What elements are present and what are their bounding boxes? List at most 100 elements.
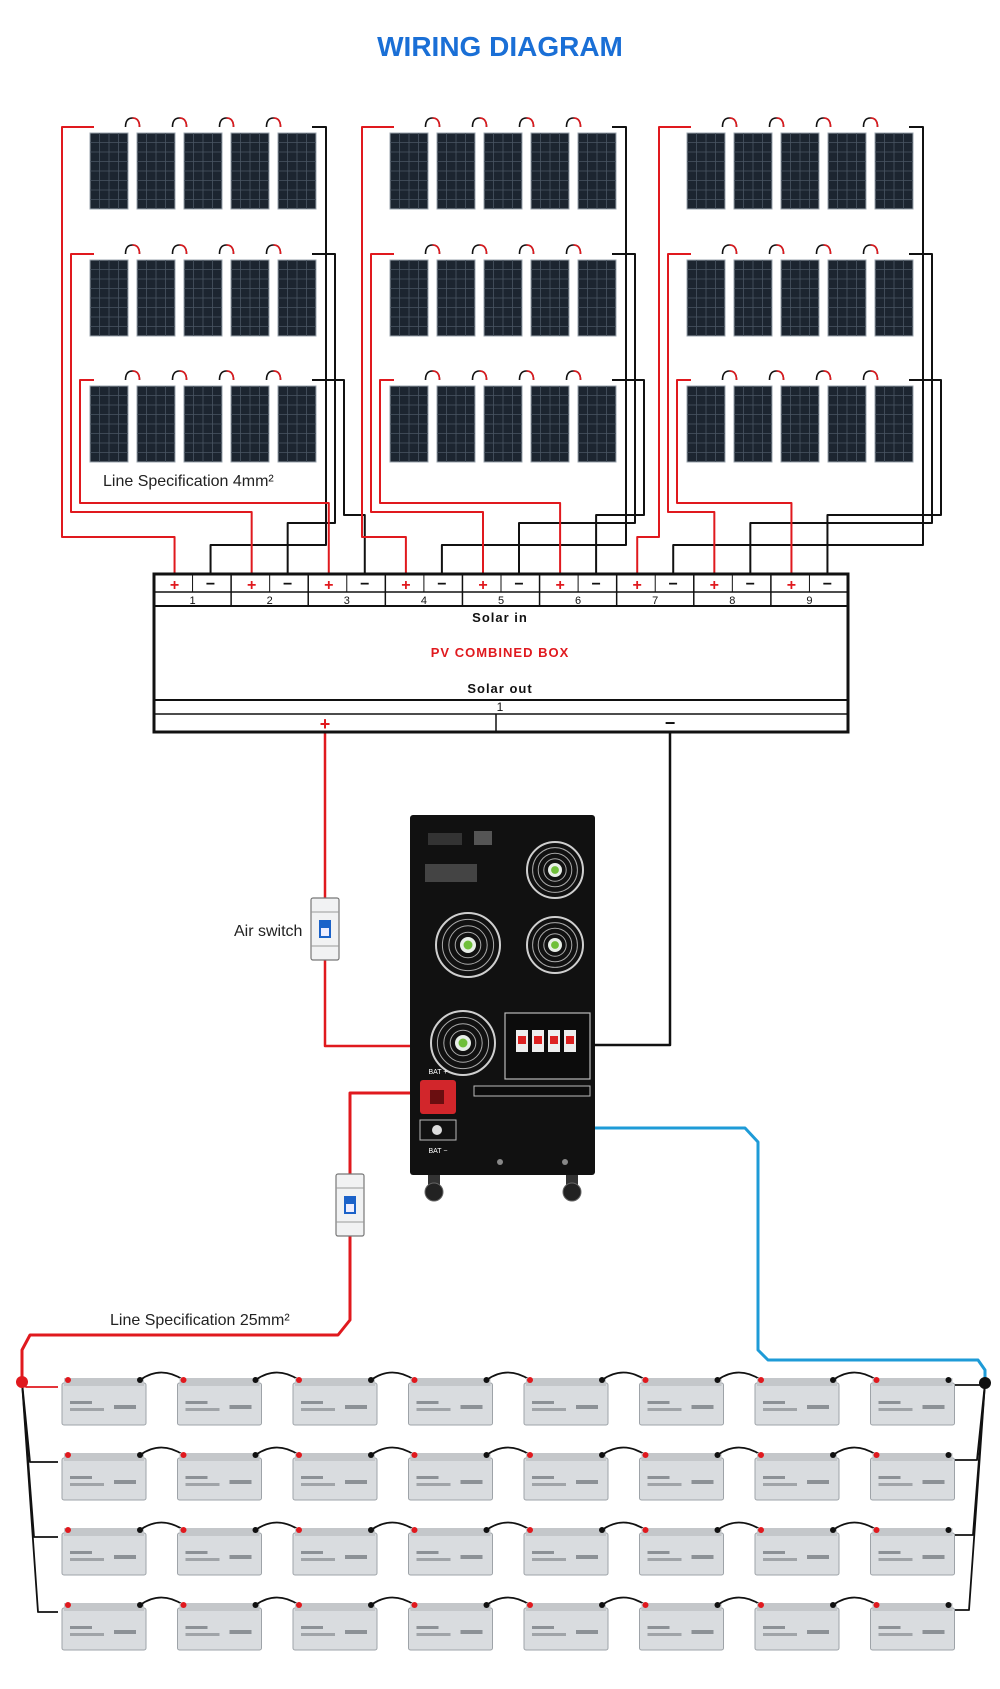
inverter-icon: BAT +BAT − (410, 815, 595, 1202)
battery-icon (177, 1452, 262, 1501)
series-jumper (823, 117, 832, 128)
battery-icon (61, 1602, 147, 1651)
solar-panel-icon (530, 385, 570, 463)
battery-link (832, 1521, 877, 1531)
battery-negative-post (945, 1527, 952, 1533)
battery-link (254, 1596, 300, 1606)
wire (636, 126, 691, 580)
series-jumper (479, 370, 488, 381)
solar-panel-icon (183, 132, 223, 210)
input-channel-number: 9 (806, 595, 812, 607)
series-jumper (273, 370, 282, 381)
solar-panel-icon (577, 385, 617, 463)
battery-link (601, 1596, 646, 1606)
solar-panel-icon (686, 132, 726, 210)
battery-link (254, 1521, 300, 1531)
battery-link (716, 1371, 762, 1381)
series-jumper (226, 244, 235, 255)
positive-junction (16, 1376, 28, 1388)
series-jumper (526, 117, 535, 128)
air-switch-icon (310, 897, 340, 961)
battery-positive-post (65, 1527, 71, 1533)
solar-panel-icon (686, 385, 726, 463)
solar-panel-icon (136, 132, 176, 210)
battery-positive-post (296, 1527, 302, 1533)
input-plus-sign: + (787, 577, 796, 594)
combiner-box-name: PV COMBINED BOX (431, 645, 570, 660)
solar-panel-icon (530, 132, 570, 210)
wire (518, 253, 636, 580)
fan-icon (526, 841, 584, 899)
battery-bank (16, 1371, 991, 1651)
battery-link (139, 1521, 184, 1531)
input-minus-sign: − (514, 576, 523, 593)
input-channel-number: 3 (344, 595, 350, 607)
solar-panel-icon (874, 259, 914, 337)
series-jumper (273, 244, 282, 255)
input-plus-sign: + (633, 577, 642, 594)
wire (676, 379, 793, 580)
solar-panel-icon (530, 259, 570, 337)
series-jumper (729, 370, 738, 381)
battery-link (716, 1521, 762, 1531)
battery-link (716, 1446, 762, 1456)
solar-panel-icon (277, 385, 317, 463)
battery-positive-post (873, 1377, 880, 1383)
series-jumper (179, 370, 188, 381)
wire (749, 253, 933, 580)
battery-positive-post (642, 1377, 649, 1383)
solar-panel-icon (483, 385, 523, 463)
series-jumper (432, 117, 441, 128)
battery-positive-post (527, 1527, 533, 1533)
input-plus-sign: + (710, 577, 719, 594)
series-jumper (432, 370, 441, 381)
output-channel-number: 1 (497, 700, 504, 714)
solar-panel-icon (686, 259, 726, 337)
battery-icon (61, 1452, 147, 1501)
input-minus-sign: − (360, 576, 369, 593)
battery-link (716, 1596, 762, 1606)
solar-panel-icon (577, 132, 617, 210)
battery-minus-label: BAT − (428, 1148, 447, 1155)
input-channel-number: 8 (729, 595, 735, 607)
series-jumper (226, 370, 235, 381)
solar-in-label: Solar in (472, 610, 528, 625)
solar-panel-icon (277, 259, 317, 337)
battery-positive-post (296, 1452, 302, 1458)
battery-link (832, 1596, 877, 1606)
battery-positive-post (758, 1602, 764, 1608)
series-jumper (179, 244, 188, 255)
wire (826, 379, 942, 580)
battery-positive-post (180, 1452, 187, 1458)
input-minus-sign: − (669, 576, 678, 593)
solar-panel-icon (89, 385, 129, 463)
solar-panel-icon (389, 259, 429, 337)
panel-line-spec-label: Line Specification 4mm² (103, 473, 274, 490)
battery-link (601, 1521, 646, 1531)
series-jumper (776, 117, 785, 128)
battery-positive-post (527, 1602, 533, 1608)
series-jumper (226, 117, 235, 128)
wire (209, 126, 327, 580)
series-jumper (132, 244, 141, 255)
battery-positive-post (642, 1527, 649, 1533)
battery-positive-post (65, 1452, 71, 1458)
input-plus-sign: + (555, 577, 564, 594)
solar-panel-icon (577, 259, 617, 337)
solar-array (89, 117, 914, 463)
series-jumper (432, 244, 441, 255)
input-plus-sign: + (324, 577, 333, 594)
input-plus-sign: + (170, 577, 179, 594)
battery-link (139, 1371, 184, 1381)
battery-icon (754, 1377, 840, 1426)
wire (379, 379, 562, 580)
wire (286, 253, 336, 580)
battery-positive-post (873, 1602, 880, 1608)
battery-link (254, 1446, 300, 1456)
input-channel-number: 6 (575, 595, 581, 607)
battery-positive-post (180, 1377, 187, 1383)
solar-panel-icon (436, 132, 476, 210)
battery-positive-post (180, 1602, 187, 1608)
solar-panel-icon (780, 132, 820, 210)
battery-positive-post (758, 1452, 764, 1458)
